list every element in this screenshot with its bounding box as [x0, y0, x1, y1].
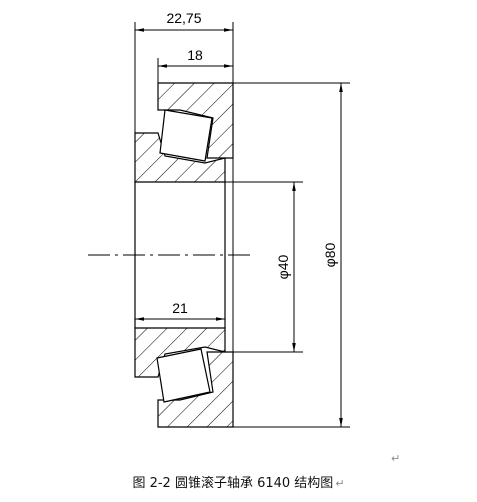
dimension-inner-ring-width: 21 [135, 300, 225, 321]
outer-ring-width-label: 18 [187, 47, 203, 63]
outer-ring-top [157, 82, 234, 159]
outer-diameter-label: φ80 [322, 242, 338, 267]
inner-ring-top [134, 132, 226, 183]
bore-outline [134, 158, 234, 352]
outer-ring-bottom [157, 351, 234, 428]
dimension-outer-diameter: φ80 [322, 83, 343, 427]
roller-bottom [156, 348, 211, 403]
caption-paragraph-mark: ↵ [335, 477, 345, 490]
dimension-bore-diameter: φ40 [275, 182, 296, 352]
bore-diameter-label: φ40 [275, 254, 291, 279]
caption-text: 图 2-2 圆锥滚子轴承 6140 结构图 [132, 476, 334, 491]
extension-lines [134, 22, 350, 428]
dimension-outer-ring-width: 18 [158, 47, 233, 68]
dimension-overall-width: 22,75 [135, 10, 233, 32]
inner-ring-width-label: 21 [172, 300, 188, 316]
roller-top [159, 109, 213, 162]
figure-caption: 图 2-2 圆锥滚子轴承 6140 结构图↵ [0, 472, 477, 491]
overall-width-label: 22,75 [166, 10, 201, 26]
stray-paragraph-mark: ↵ [391, 452, 401, 465]
